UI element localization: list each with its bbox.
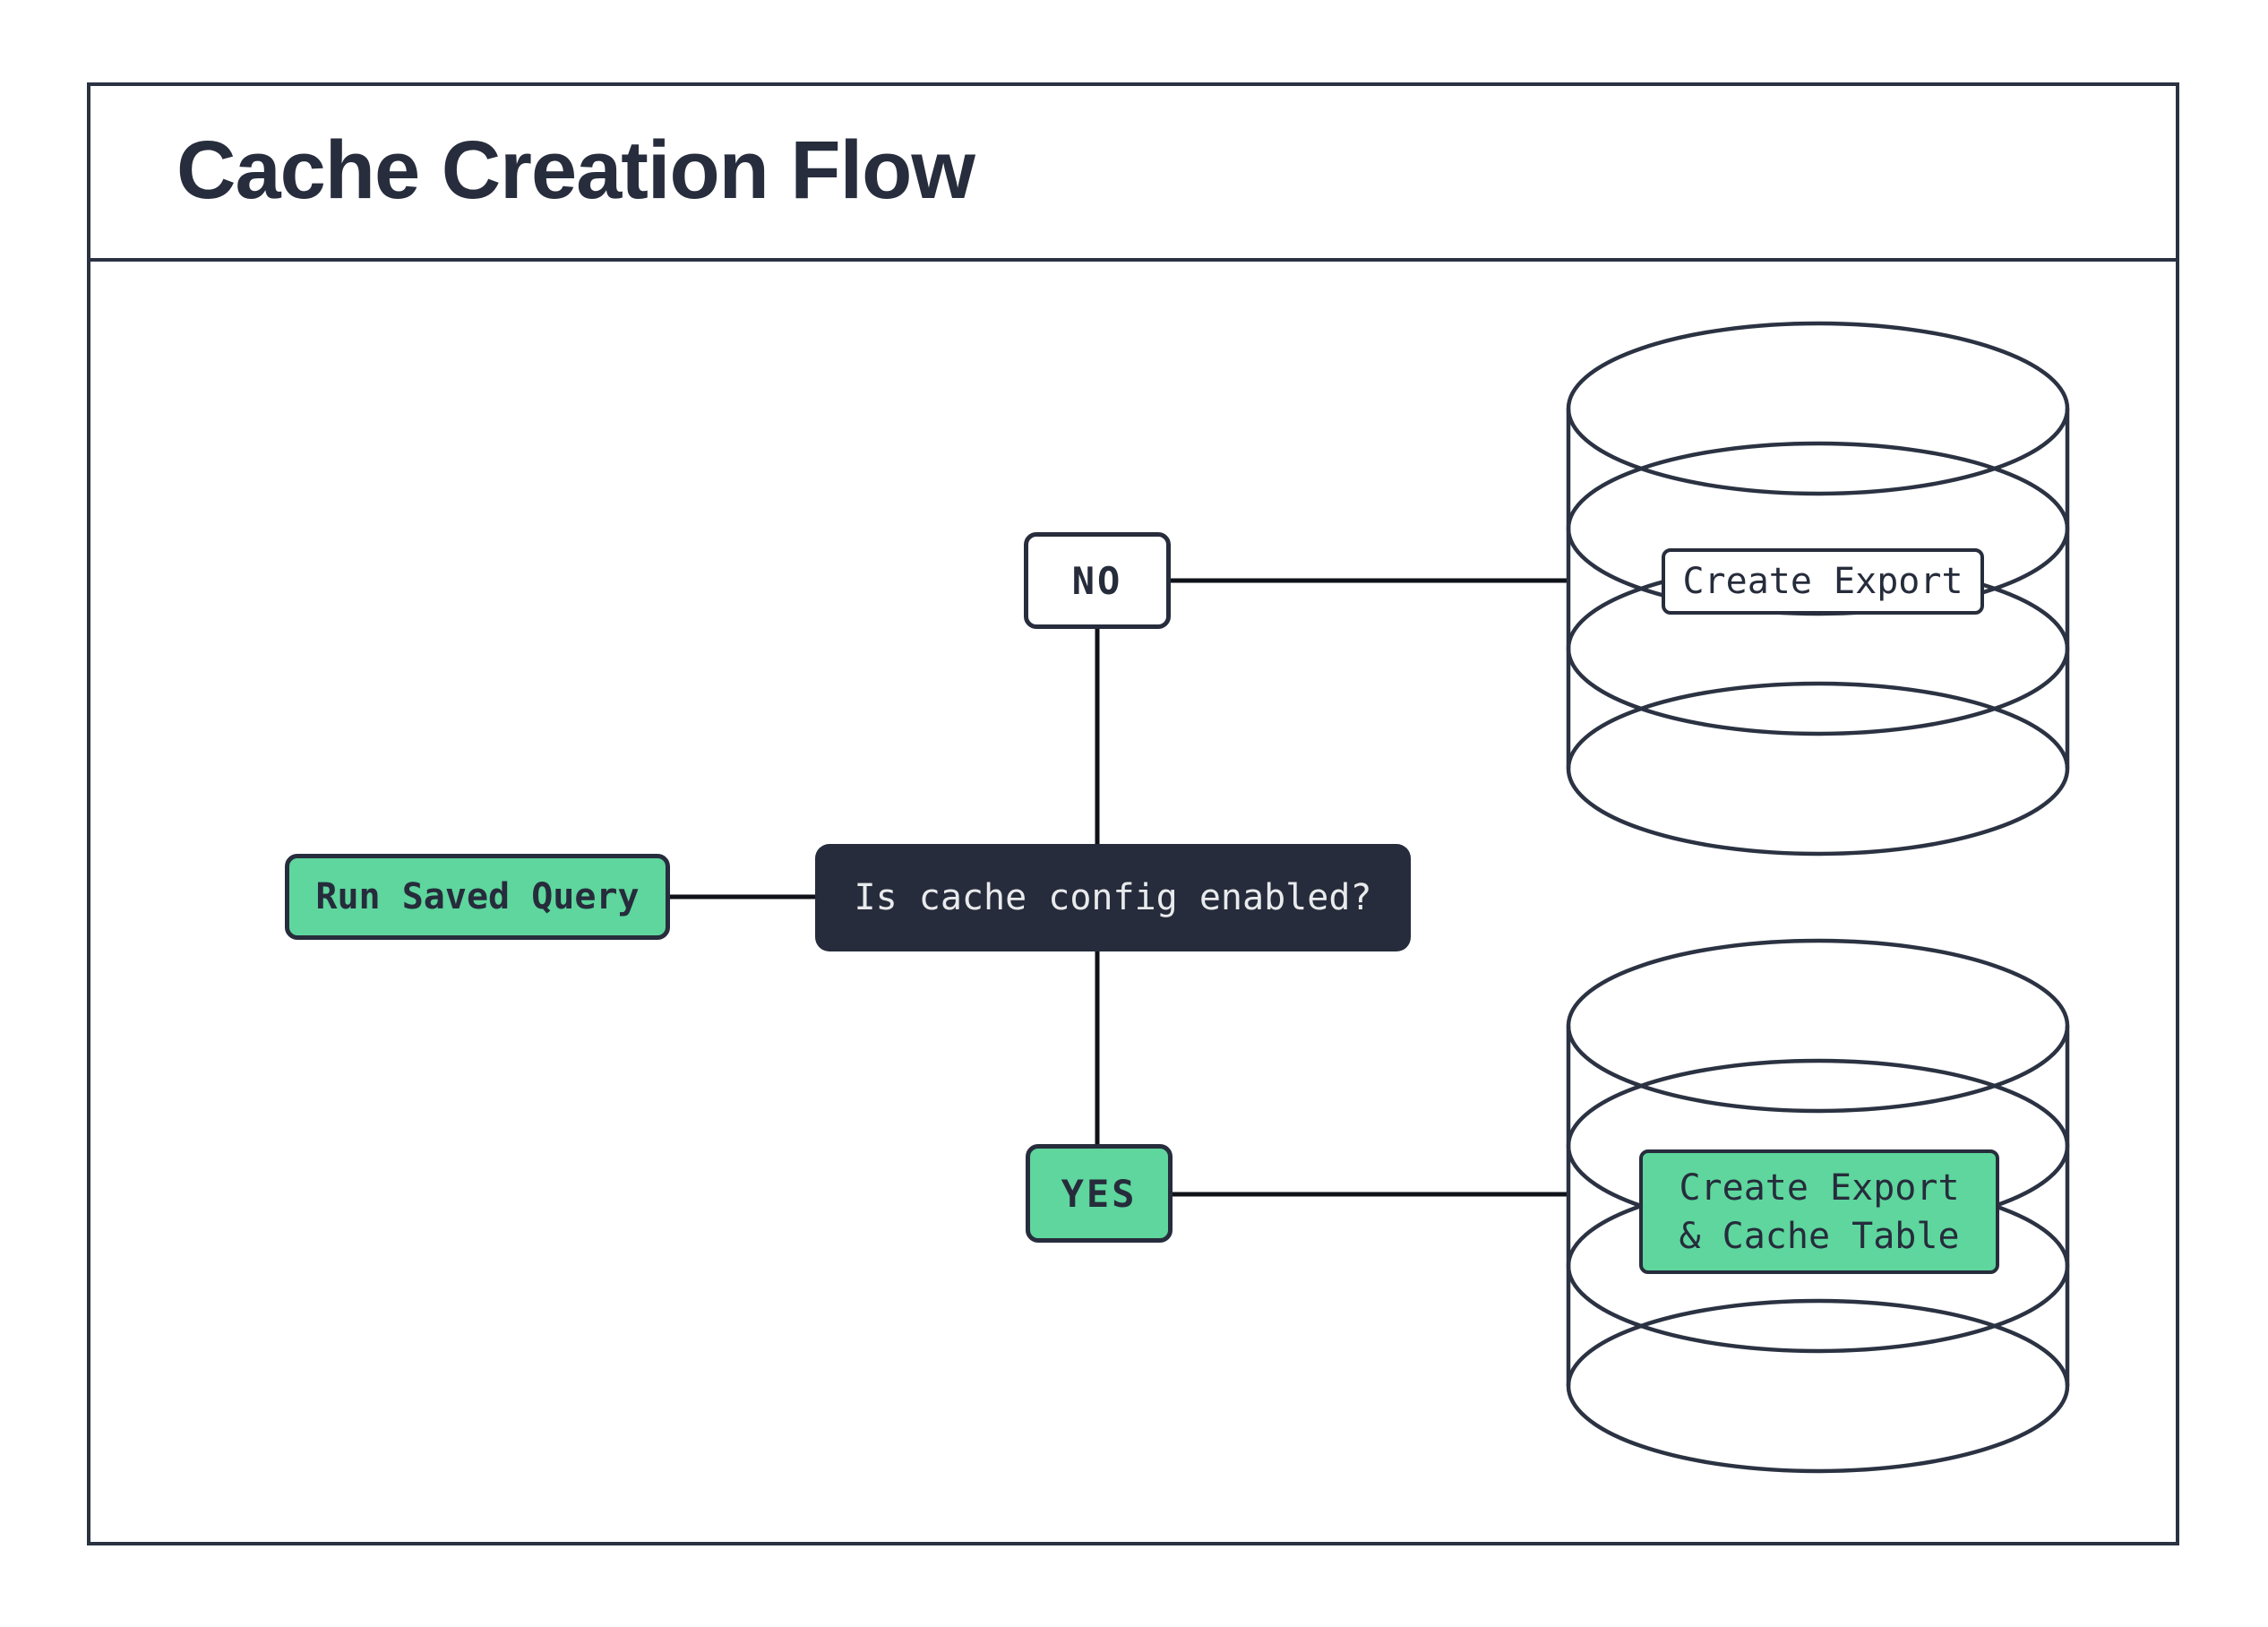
- diagram-title: Cache Creation Flow: [176, 124, 975, 216]
- connectors: [670, 578, 1570, 1197]
- label-create-export: Create Export: [1662, 548, 1984, 615]
- node-branch-yes: YES: [1026, 1144, 1173, 1243]
- label-create-export-cache-table: Create Export & Cache Table: [1639, 1149, 1999, 1274]
- node-run-saved-query: Run Saved Query: [285, 854, 670, 940]
- node-branch-no: NO: [1024, 532, 1171, 629]
- diagram-header: Cache Creation Flow: [87, 82, 2179, 262]
- node-decision-cache-config: Is cache config enabled?: [815, 844, 1411, 951]
